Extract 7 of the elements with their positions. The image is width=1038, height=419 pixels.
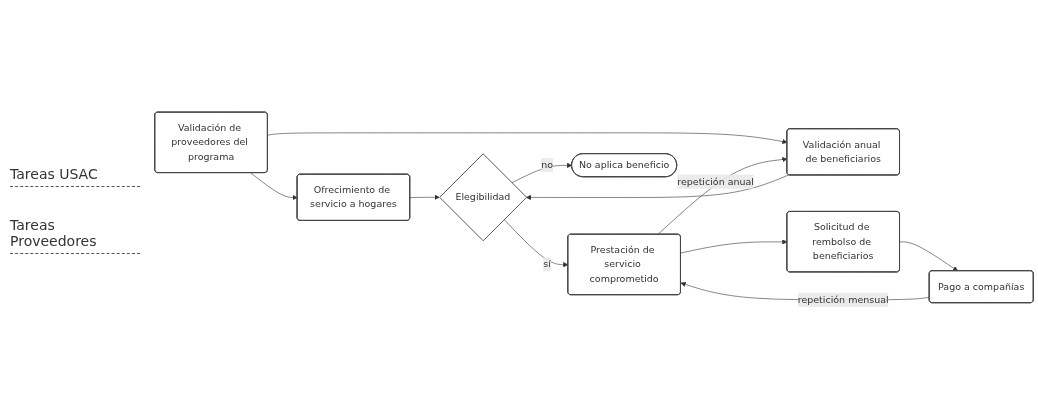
edge-label: repetición anual [677,175,754,188]
edge-label: sí [543,258,551,270]
lane-label: Tareas Proveedores [10,216,140,254]
node-diamond: Elegibilidad [439,153,528,242]
edge-label: repetición mensual [797,293,889,306]
lane-label: Tareas USAC [10,165,140,187]
edge-label: no [541,159,553,171]
